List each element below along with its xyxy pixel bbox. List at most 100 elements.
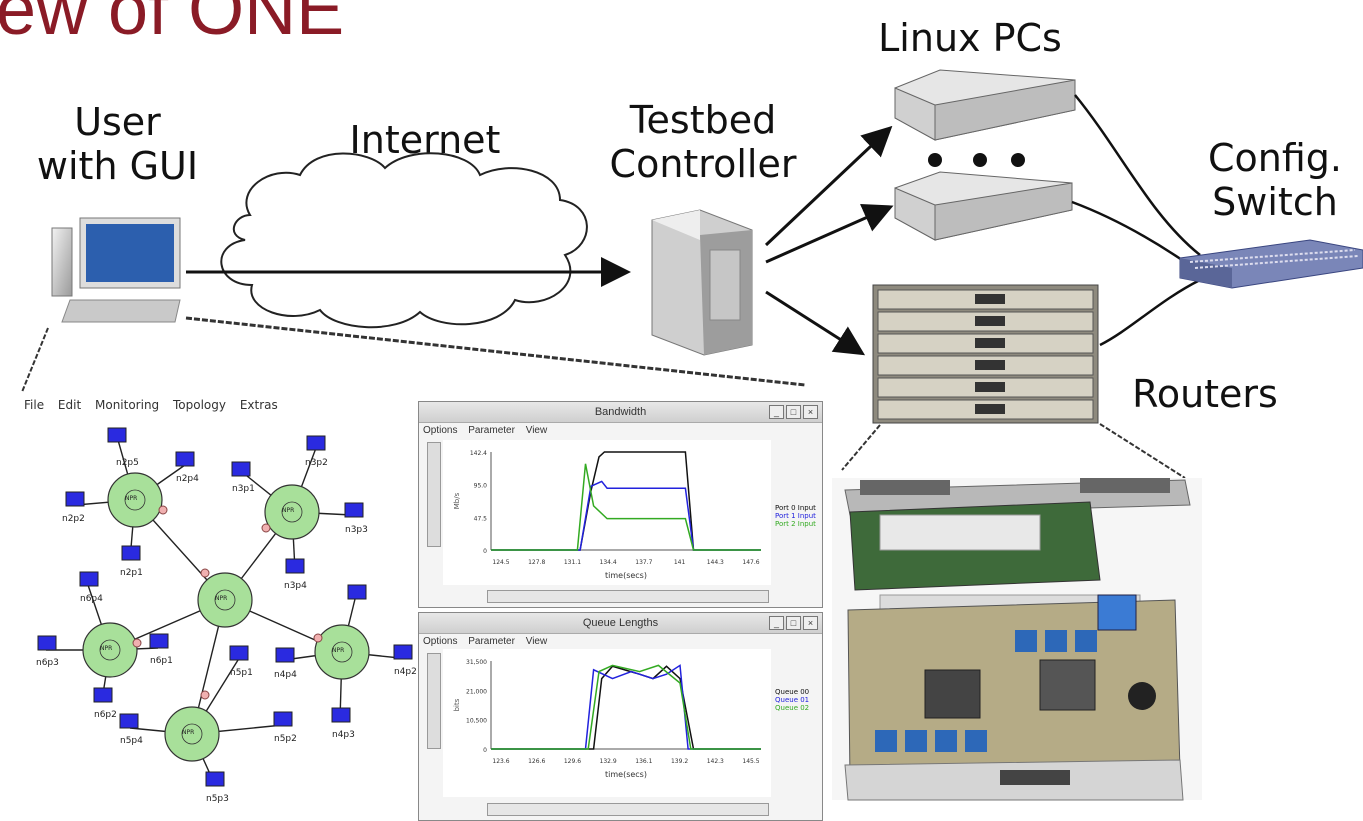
horizontal-scrollbar[interactable] (487, 803, 769, 816)
maximize-icon[interactable]: □ (786, 616, 801, 630)
host-label: n2p4 (176, 474, 199, 484)
legend-entry: Queue 00 (775, 688, 810, 696)
bandwidth-window-title: Bandwidth (419, 402, 822, 423)
close-icon[interactable]: × (803, 405, 818, 419)
x-tick-label: 127.8 (528, 559, 545, 566)
y-tick-label: 0 (483, 747, 487, 754)
router-label: NPR (282, 507, 295, 514)
x-tick-label: 147.6 (742, 559, 759, 566)
host-label: n6p4 (80, 594, 103, 604)
router-card-icon (832, 478, 1202, 801)
y-tick-label: 47.5 (474, 515, 488, 522)
router-node (82, 622, 138, 678)
vertical-scrollbar[interactable] (427, 653, 441, 749)
x-tick-label: 136.1 (635, 758, 652, 765)
vertical-scrollbar[interactable] (427, 442, 441, 547)
host-label: n5p3 (206, 794, 229, 804)
menu-view[interactable]: View (525, 425, 548, 436)
x-tick-label: 129.6 (564, 758, 581, 765)
legend-entry: Port 0 Input (775, 504, 816, 512)
controller-label-line1: Testbed (629, 98, 777, 142)
x-tick-label: 144.3 (707, 559, 724, 566)
user-computer-icon (51, 217, 181, 323)
x-tick-label: 145.5 (742, 758, 759, 765)
host-label: n4p4 (274, 670, 297, 680)
window-controls: _ □ × (769, 616, 818, 630)
menu-parameter[interactable]: Parameter (468, 636, 515, 647)
router-label: NPR (125, 495, 138, 502)
menu-monitoring[interactable]: Monitoring (95, 398, 160, 412)
queue-window: Queue Lengths _ □ × Options Parameter Vi… (418, 612, 823, 821)
router-node (264, 484, 320, 540)
menu-file[interactable]: File (24, 398, 45, 412)
switch-label-line2: Switch (1212, 180, 1338, 224)
series-line (491, 664, 761, 750)
router-node (197, 572, 253, 628)
legend-entry: Port 2 Input (775, 520, 816, 528)
minimize-icon[interactable]: _ (769, 405, 784, 419)
horizontal-scrollbar[interactable] (487, 590, 769, 603)
linux-pc-icon (894, 171, 1073, 241)
y-tick-label: 142.4 (470, 450, 487, 457)
x-tick-label: 132.9 (600, 758, 617, 765)
host-label: n4p3 (332, 730, 355, 740)
host-label: n5p2 (274, 734, 297, 744)
switch-label: Config. Switch (1180, 136, 1363, 224)
gui-menubar: File Edit Monitoring Topology Extras (24, 398, 288, 412)
x-tick-label: 142.3 (707, 758, 724, 765)
linux-pcs-label: Linux PCs (878, 16, 1062, 60)
close-icon[interactable]: × (803, 616, 818, 630)
menu-options[interactable]: Options (423, 425, 458, 436)
y-tick-label: 10,500 (466, 718, 487, 725)
y-tick-label: 95.0 (474, 483, 488, 490)
host-label: n3p2 (305, 458, 328, 468)
router-chassis-icon (872, 284, 1099, 424)
user-label: User with GUI (0, 100, 235, 188)
series-line (491, 451, 761, 551)
maximize-icon[interactable]: □ (786, 405, 801, 419)
x-tick-label: 139.2 (671, 758, 688, 765)
x-tick-label: 134.4 (600, 559, 617, 566)
legend-entry: Port 1 Input (775, 512, 816, 520)
y-tick-label: 31,500 (466, 659, 487, 666)
series-line (491, 480, 761, 551)
host-label: n5p4 (120, 736, 143, 746)
window-controls: _ □ × (769, 405, 818, 419)
menu-parameter[interactable]: Parameter (468, 425, 515, 436)
routers-label: Routers (1132, 372, 1278, 416)
queue-window-title: Queue Lengths (419, 613, 822, 634)
router-label: NPR (100, 645, 113, 652)
router-node (107, 472, 163, 528)
y-tick-label: 21,000 (466, 688, 487, 695)
bandwidth-window: Bandwidth _ □ × Options Parameter View 1… (418, 401, 823, 608)
menu-view[interactable]: View (525, 636, 548, 647)
x-tick-label: 137.7 (635, 559, 652, 566)
series-line (491, 665, 761, 750)
minimize-icon[interactable]: _ (769, 616, 784, 630)
menu-edit[interactable]: Edit (57, 398, 82, 412)
x-axis-label: time(secs) (605, 571, 647, 580)
legend-entry: Queue 02 (775, 704, 810, 712)
host-label: n3p3 (345, 525, 368, 535)
menu-extras[interactable]: Extras (239, 398, 278, 412)
internet-cloud (220, 152, 588, 329)
x-tick-label: 123.6 (492, 758, 509, 765)
queue-menubar: Options Parameter View (419, 634, 822, 649)
menu-topology[interactable]: Topology (173, 398, 226, 412)
controller-label-line2: Controller (609, 142, 797, 186)
host-label: n2p5 (116, 458, 139, 468)
host-label: n4p2 (394, 667, 417, 677)
queue-legend: Queue 00 Queue 01 Queue 02 (775, 688, 809, 712)
user-label-line2: with GUI (36, 144, 199, 188)
host-label: n6p3 (36, 658, 59, 668)
y-axis-label: bits (453, 698, 461, 711)
slide-title: iew of ONE (0, 0, 345, 50)
linux-pc-icon (894, 69, 1076, 141)
host-label: n3p1 (232, 484, 255, 494)
series-line (491, 463, 761, 551)
x-tick-label: 131.1 (564, 559, 581, 566)
menu-options[interactable]: Options (423, 636, 458, 647)
